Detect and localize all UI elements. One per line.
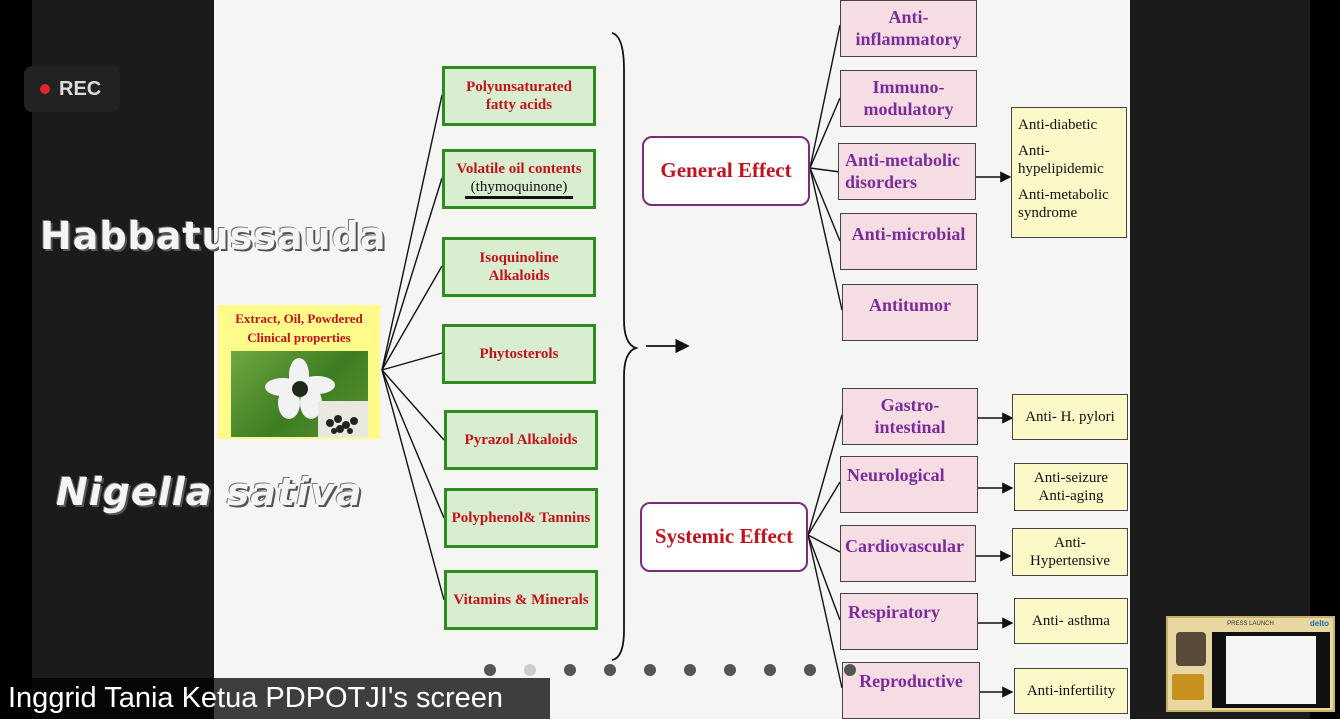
page-dot[interactable] — [484, 664, 496, 676]
nigella-flower-photo — [231, 351, 368, 437]
result-label: Anti-aging — [1038, 488, 1104, 504]
component-label: fatty acids — [485, 97, 553, 113]
source-line-1: Extract, Oil, Powdered — [235, 311, 363, 326]
system-cardiovascular: Cardiovascular — [840, 525, 976, 582]
effect-label: Anti-metabolic — [845, 149, 960, 170]
detail-anti-metabolic-a: Anti-metabolic — [1018, 187, 1109, 203]
component-polyunsaturated: Polyunsaturated fatty acids — [442, 66, 596, 126]
system-neurological: Neurological — [840, 456, 978, 513]
systemic-effect-box: Systemic Effect — [640, 502, 808, 572]
component-label: Pyrazol Alkaloids — [464, 432, 578, 448]
component-label: (thymoquinone) — [464, 178, 574, 199]
thumbnail-slide — [1226, 636, 1316, 704]
system-gastrointestinal: Gastro-intestinal — [842, 388, 978, 445]
result-asthma: Anti- asthma — [1014, 598, 1128, 644]
metabolic-details-box: Anti-diabetic Anti- hypelipidemic Anti-m… — [1011, 107, 1127, 238]
page-dot[interactable] — [564, 664, 576, 676]
detail-anti-hyperlipidemic-b: hypelipidemic — [1018, 161, 1104, 177]
self-view-thumbnail[interactable]: PRESS LAUNCH delto — [1166, 616, 1335, 712]
system-label: Neurological — [847, 465, 945, 485]
page-dot[interactable] — [804, 664, 816, 676]
component-label: Isoquinoline — [479, 250, 559, 266]
component-label: Volatile oil contents — [456, 160, 582, 177]
product-image — [1172, 674, 1204, 700]
component-pyrazol: Pyrazol Alkaloids — [444, 410, 598, 470]
result-label: Anti-seizure — [1033, 470, 1109, 486]
system-label: Cardiovascular — [845, 536, 964, 556]
result-label: Hypertensive — [1030, 553, 1110, 569]
result-infertility: Anti-infertility — [1014, 668, 1128, 714]
recording-indicator: REC — [24, 66, 120, 112]
effect-immunomodulatory: Immuno-modulatory — [840, 70, 977, 127]
effect-label: inflammatory — [855, 28, 962, 49]
page-dot[interactable] — [644, 664, 656, 676]
effect-label: Anti-microbial — [851, 224, 966, 244]
detail-anti-hyperlipidemic-a: Anti- — [1018, 143, 1050, 159]
component-phytosterols: Phytosterols — [442, 324, 596, 384]
effect-label: disorders — [845, 171, 917, 192]
component-label: Alkaloids — [488, 268, 550, 284]
thumbnail-header: PRESS LAUNCH — [1168, 618, 1333, 630]
screen-share-caption: Inggrid Tania Ketua PDPOTJI's screen — [0, 678, 550, 719]
rec-label: REC — [59, 77, 102, 100]
component-label: Polyunsaturated — [466, 79, 572, 95]
effect-anti-inflammatory: Anti-inflammatory — [840, 0, 977, 57]
system-label: intestinal — [874, 416, 946, 437]
detail-anti-metabolic-b: syndrome — [1018, 205, 1078, 221]
thumbnail-screen — [1212, 632, 1330, 708]
thumbnail-brand-logo: delto — [1309, 619, 1329, 628]
page-dot[interactable] — [684, 664, 696, 676]
page-dot-active[interactable] — [524, 664, 536, 676]
right-black-bar — [1310, 0, 1340, 719]
general-effect-box: General Effect — [642, 136, 810, 206]
flower-icon — [265, 358, 335, 419]
effect-label: Immuno- — [872, 76, 945, 97]
component-volatile-oil: Volatile oil contents(thymoquinone) — [442, 149, 596, 209]
overlay-title-bottom: Nigella sativa — [56, 470, 363, 514]
result-h-pylori: Anti- H. pylori — [1012, 394, 1128, 440]
left-video-area — [32, 0, 214, 719]
slide-pagination[interactable] — [484, 664, 884, 676]
left-black-bar — [0, 0, 32, 719]
component-label: Polyphenol& Tannins — [451, 510, 591, 526]
system-label: Respiratory — [848, 602, 940, 622]
effect-antitumor: Antitumor — [842, 284, 978, 341]
effect-label: Antitumor — [869, 295, 951, 315]
component-label: Phytosterols — [479, 346, 559, 362]
page-dot[interactable] — [844, 664, 856, 676]
result-label: Anti- — [1054, 535, 1086, 551]
presenter-avatar — [1176, 632, 1206, 666]
component-vitamins: Vitamins & Minerals — [444, 570, 598, 630]
page-dot[interactable] — [764, 664, 776, 676]
nigella-source-box: Extract, Oil, Powdered Clinical properti… — [218, 305, 380, 439]
system-label: Reproductive — [859, 671, 963, 691]
effect-label: modulatory — [863, 98, 954, 119]
record-dot-icon — [40, 84, 50, 94]
system-label: Gastro- — [880, 394, 940, 415]
result-hypertensive: Anti- Hypertensive — [1012, 528, 1128, 576]
overlay-title-top: Habbatussauda — [40, 214, 387, 258]
effect-anti-microbial: Anti-microbial — [840, 213, 977, 270]
page-dot[interactable] — [604, 664, 616, 676]
page-dot[interactable] — [724, 664, 736, 676]
component-polyphenol: Polyphenol& Tannins — [444, 488, 598, 548]
system-reproductive: Reproductive — [842, 662, 980, 719]
component-label: Vitamins & Minerals — [453, 592, 589, 608]
source-line-2: Clinical properties — [247, 330, 351, 345]
effect-label: Anti- — [888, 6, 929, 27]
system-respiratory: Respiratory — [840, 593, 978, 650]
detail-anti-diabetic: Anti-diabetic — [1018, 117, 1098, 133]
seeds-image — [318, 401, 368, 437]
right-video-area — [1130, 0, 1310, 719]
